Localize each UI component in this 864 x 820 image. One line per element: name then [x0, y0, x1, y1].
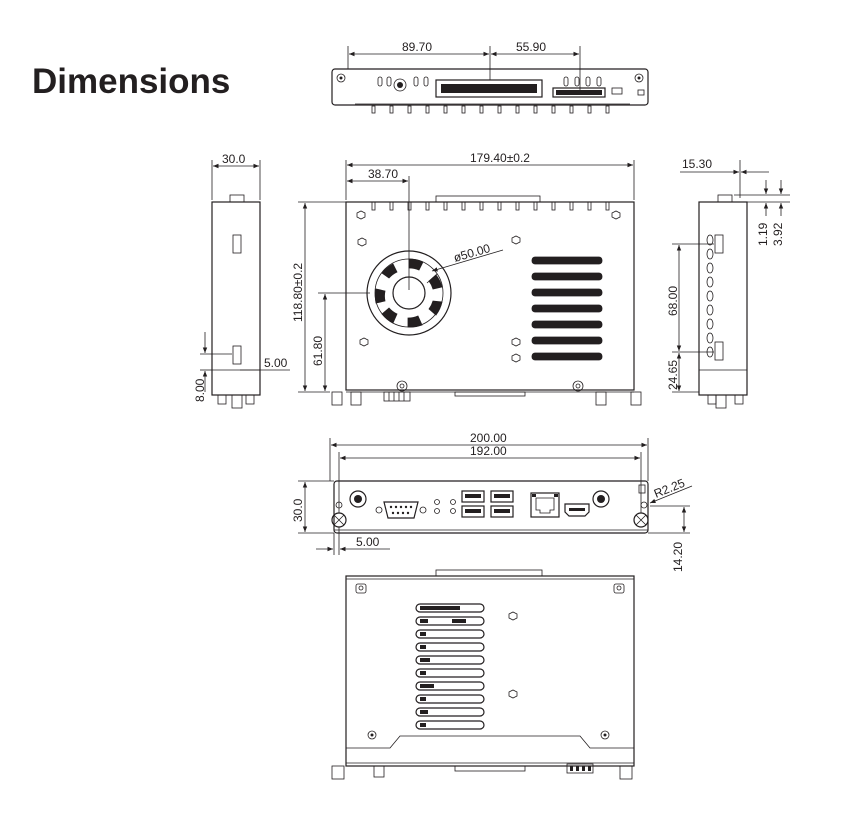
- dim-right-span: 68.00: [666, 286, 680, 316]
- dim-rear-outer: 200.00: [470, 431, 507, 445]
- left-side-outline: [211, 201, 261, 396]
- screw-icon: [356, 210, 366, 220]
- right-side-view: 15.30 1.19 3.92 68.00 24.65: [666, 157, 790, 409]
- dim-fan-diameter: ø50.00: [452, 241, 492, 265]
- rear-io-view: 200.00 192.00 30.0 5.00 R2.25 14.20: [291, 431, 693, 572]
- dim-left-offset: 5.00: [264, 356, 288, 370]
- dim-top-left: 89.70: [402, 40, 432, 54]
- vent-grill-icon: [415, 603, 485, 730]
- screw-icon: [357, 237, 367, 247]
- lan-port-icon: [530, 492, 560, 518]
- dim-top-right: 55.90: [516, 40, 546, 54]
- screw-icon: [508, 611, 518, 621]
- dim-rear-height: 30.0: [291, 498, 305, 522]
- right-side-outline: [698, 201, 748, 396]
- dim-left-low: 8.00: [193, 378, 207, 402]
- edge-connector: [552, 87, 606, 98]
- dim-front-width: 179.40±0.2: [470, 151, 530, 165]
- vent-grill-icon: [355, 103, 630, 114]
- foot-icon: [619, 765, 633, 780]
- dim-right-small-b: 3.92: [771, 222, 785, 246]
- dim-front-height: 118.80±0.2: [291, 263, 305, 322]
- front-view: 179.40±0.2 38.70 ø50.00 118.80±0.2 61.80: [291, 151, 642, 406]
- dim-fan-offset: 38.70: [368, 167, 398, 181]
- rear-panel-outline: [333, 480, 649, 534]
- screw-icon: [511, 353, 521, 363]
- screw-icon: [336, 73, 346, 83]
- dim-rear-edge: 5.00: [356, 535, 380, 549]
- top-panel-view: 89.70 55.90: [331, 40, 649, 114]
- left-side-view: 30.0 5.00 8.00: [193, 152, 290, 409]
- screw-icon: [611, 210, 621, 220]
- dim-right-small-a: 1.19: [756, 222, 770, 246]
- screw-icon: [511, 235, 521, 245]
- antenna-connector-icon: [393, 78, 407, 92]
- bottom-view: [331, 569, 635, 780]
- usb-port-icon: [490, 490, 514, 518]
- dim-rear-hole-height: 14.20: [671, 542, 685, 572]
- hdmi-port-icon: [564, 503, 590, 517]
- page-title: Dimensions: [32, 62, 231, 101]
- screw-icon: [508, 689, 518, 699]
- docking-connector: [435, 79, 543, 98]
- dim-rear-radius: R2.25: [652, 476, 687, 501]
- screw-icon: [359, 337, 369, 347]
- usb-port-icon: [461, 490, 485, 518]
- vga-port-icon: [375, 501, 427, 519]
- dim-left-width: 30.0: [222, 152, 246, 166]
- dim-rear-inner: 192.00: [470, 444, 507, 458]
- dim-fan-height: 61.80: [311, 336, 325, 366]
- screw-icon: [634, 73, 644, 83]
- bottom-connector: [383, 391, 411, 402]
- screw-icon: [511, 337, 521, 347]
- antenna-connector-icon: [592, 490, 610, 508]
- vent-grill-icon: [531, 256, 603, 361]
- bottom-outline: [345, 575, 635, 767]
- screw-icon: [633, 512, 649, 528]
- foot-icon: [331, 765, 345, 780]
- dim-right-offset: 15.30: [682, 157, 712, 171]
- bottom-connector: [566, 763, 594, 774]
- antenna-connector-icon: [349, 490, 367, 508]
- dim-right-low: 24.65: [666, 360, 680, 390]
